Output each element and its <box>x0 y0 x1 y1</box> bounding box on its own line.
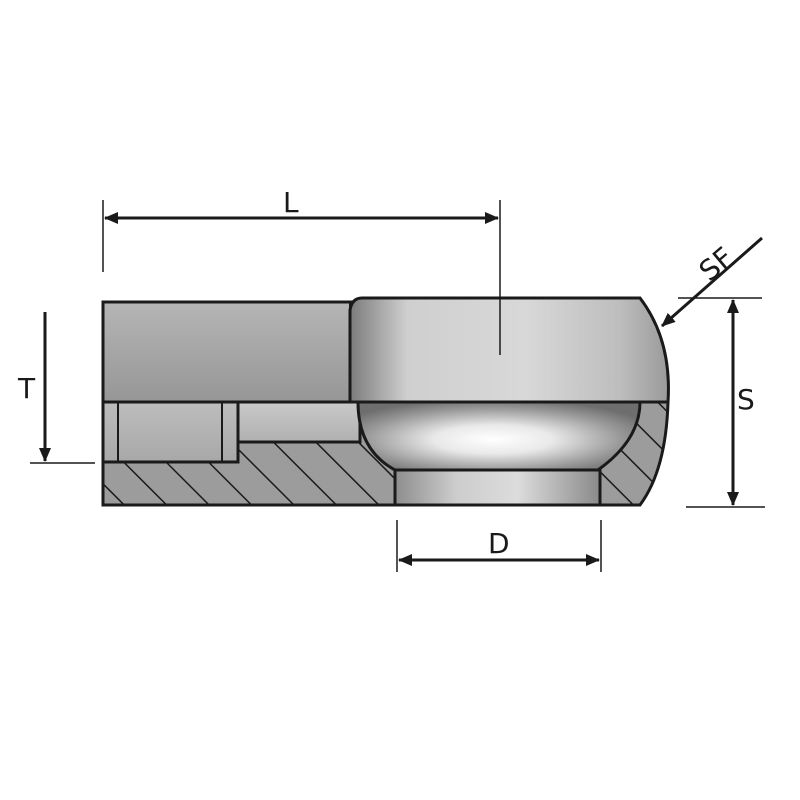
external-view <box>101 296 670 404</box>
section-view <box>101 400 670 507</box>
dimension-L: L <box>102 186 501 355</box>
shank-outer <box>101 300 360 404</box>
dimension-D: D <box>396 520 602 572</box>
dimension-S: S <box>678 297 765 508</box>
dim-S-label: S <box>737 383 755 416</box>
inner-bore <box>236 400 362 444</box>
thread-bore <box>101 400 240 464</box>
dim-SF-leader <box>661 236 763 328</box>
dim-T-label: T <box>17 372 36 405</box>
dim-D-label: D <box>488 527 510 560</box>
dimension-T: T <box>17 312 95 464</box>
head-outer <box>348 296 670 404</box>
ball-cavity <box>356 400 642 472</box>
dim-SF-label: SF <box>693 241 740 288</box>
ball-bore-opening <box>393 468 602 507</box>
dimension-SF: SF <box>661 236 763 328</box>
dim-L-label: L <box>283 186 299 219</box>
